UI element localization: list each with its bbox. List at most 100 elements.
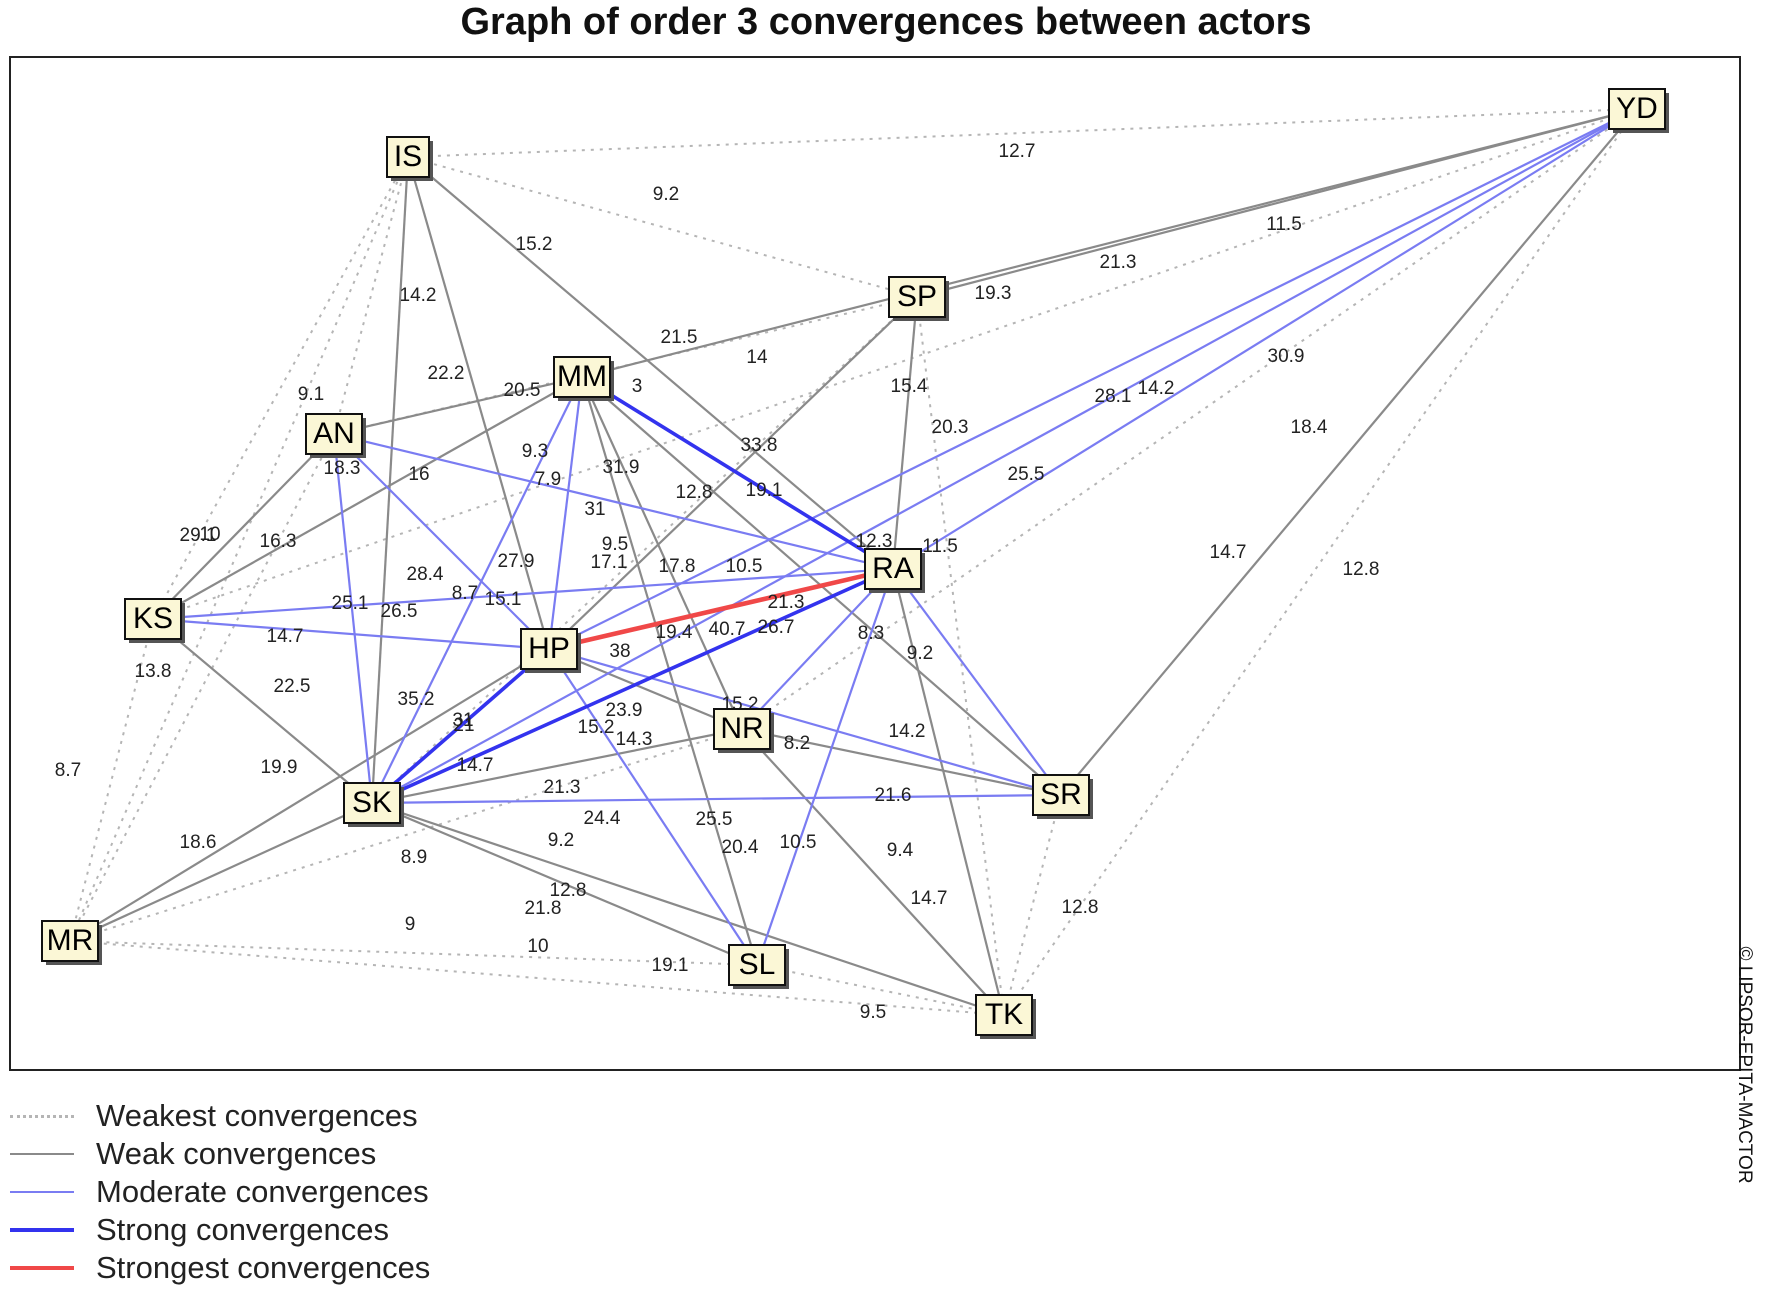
edge-value-label: 18.6 (180, 832, 217, 853)
edge-value-label: 19.4 (656, 622, 693, 643)
edge-value-label: 18.3 (324, 458, 361, 479)
node-label: MR (47, 924, 94, 957)
edge-value-label: 19.1 (746, 480, 783, 501)
node-label: NR (720, 712, 763, 745)
edge-value-label: 13.8 (135, 661, 172, 682)
edge-value-label: 10 (527, 936, 548, 957)
edge-value-label: 14.2 (889, 721, 926, 742)
node-label: MM (557, 360, 607, 393)
legend-label: Moderate convergences (96, 1174, 429, 1209)
edge-mr-nr (69, 728, 743, 942)
edge-an-ks (152, 433, 335, 620)
edge-mm-sk (371, 376, 583, 804)
edge-sk-mr (69, 801, 373, 943)
edge-value-label: 18.4 (1291, 417, 1328, 438)
edge-value-label: 30.9 (1268, 346, 1305, 367)
node-ra[interactable]: RA (864, 548, 925, 593)
node-box (1032, 774, 1090, 816)
node-tk[interactable]: TK (975, 994, 1036, 1039)
edge-value-label: 12.8 (550, 880, 587, 901)
legend-item: Strongest convergences (10, 1249, 430, 1287)
edge-value-label: 28.4 (407, 564, 444, 585)
edge-sp-ra (891, 296, 919, 570)
edge-value-label: 17.8 (659, 556, 696, 577)
node-label: HP (528, 632, 570, 665)
edge-value-label: 10.5 (726, 556, 763, 577)
edge-sr-tk (1003, 794, 1062, 1016)
edge-sr-nr (741, 727, 1062, 797)
edge-sp-tk (916, 296, 1005, 1016)
legend-swatch (10, 1191, 74, 1193)
copyright-notice: © LIPSOR-EPITA-MACTOR (1734, 946, 1755, 1184)
node-label: SP (897, 280, 937, 313)
edge-value-label: 12.7 (999, 141, 1036, 162)
node-ks[interactable]: KS (124, 598, 185, 643)
edge-value-label: 9.2 (548, 830, 574, 851)
node-is[interactable]: IS (386, 136, 433, 181)
edge-value-label: 16.3 (260, 531, 297, 552)
node-box (864, 548, 922, 590)
edge-sk-sr (371, 793, 1062, 805)
edge-yd-ks (152, 108, 1638, 620)
edge-value-label: 15.2 (516, 234, 553, 255)
node-hp[interactable]: HP (520, 628, 581, 673)
edge-is-ra (407, 156, 894, 570)
edge-value-label: 14.7 (1210, 542, 1247, 563)
edge-value-label: 14.7 (457, 755, 494, 776)
legend-swatch (10, 1228, 74, 1232)
node-label: RA (872, 552, 914, 585)
node-sp[interactable]: SP (888, 276, 949, 321)
legend-swatch (10, 1114, 74, 1118)
node-mm[interactable]: MM (553, 356, 614, 401)
edge-value-label: 10.5 (780, 832, 817, 853)
edge-sk-tk (371, 801, 1005, 1017)
node-label: SL (739, 948, 776, 981)
edge-value-label: 20.3 (932, 417, 969, 438)
node-mr[interactable]: MR (41, 920, 102, 965)
edge-value-label: 9.2 (653, 184, 679, 205)
edge-mm-ra (581, 375, 894, 571)
edge-yd-mm (581, 107, 1638, 379)
node-nr[interactable]: NR (713, 708, 774, 753)
node-sr[interactable]: SR (1032, 774, 1093, 819)
edge-is-mr (69, 156, 409, 942)
node-sl[interactable]: SL (728, 944, 789, 989)
edge-value-label: 20.5 (504, 380, 541, 401)
edge-value-label: 31 (584, 499, 605, 520)
node-box (713, 708, 771, 750)
edge-ra-nr (741, 568, 894, 730)
node-box (343, 782, 401, 824)
edge-value-label: 21 (453, 715, 474, 736)
edge-hp-mr (69, 648, 550, 942)
node-yd[interactable]: YD (1608, 88, 1669, 133)
edge-value-label: 14.2 (400, 285, 437, 306)
edge-value-label: 14.3 (616, 729, 653, 750)
node-an[interactable]: AN (305, 413, 366, 458)
edge-sk-nr (371, 727, 743, 805)
edge-mm-an (333, 375, 583, 436)
node-label: IS (394, 140, 422, 173)
edge-value-label: 38 (609, 641, 630, 662)
edge-value-label: 9.3 (522, 441, 548, 462)
edge-ra-sr (892, 568, 1062, 796)
edge-ra-sk (371, 567, 894, 805)
node-label: TK (985, 998, 1023, 1031)
edge-layer (69, 107, 1638, 1017)
node-box (386, 136, 430, 178)
edge-value-label: 9.2 (907, 643, 933, 664)
edge-value-label: 31 (452, 710, 473, 731)
edge-value-label: 8.7 (55, 760, 81, 781)
node-sk[interactable]: SK (343, 782, 404, 827)
edge-tk-mr (69, 940, 1005, 1016)
edge-value-label: 21.6 (875, 785, 912, 806)
legend-item: Weak convergences (10, 1135, 430, 1173)
edge-is-hp (406, 156, 551, 650)
edge-value-label: 14 (746, 347, 768, 368)
edge-value-label: 15.1 (485, 589, 522, 610)
edge-value-label: 7.9 (535, 469, 561, 490)
edge-is-ks (152, 156, 409, 620)
legend-label: Weakest convergences (96, 1098, 418, 1133)
edge-value-label: 23.9 (606, 700, 643, 721)
edge-hp-ra (548, 566, 894, 652)
